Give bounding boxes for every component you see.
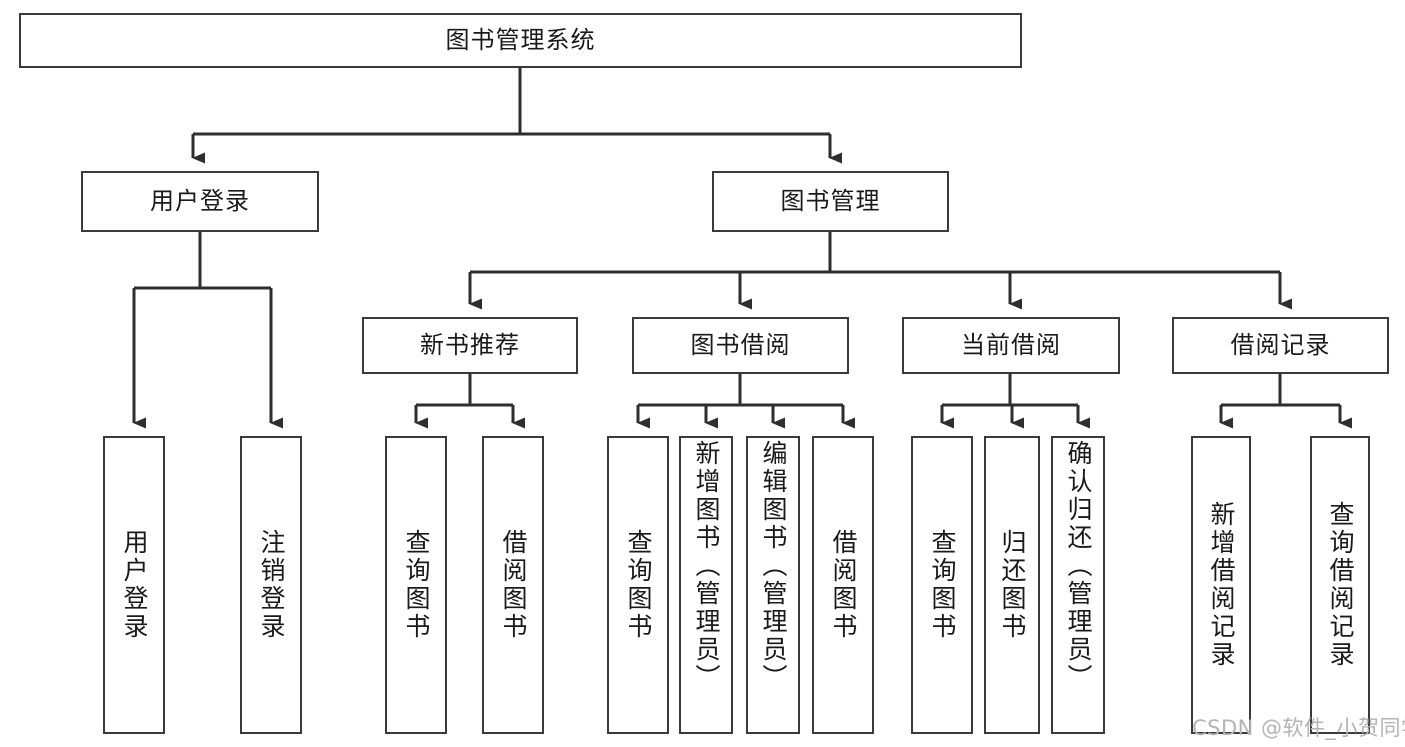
node-leaf-query-book-1[interactable]: 查询图书 <box>385 436 447 734</box>
node-leaf-query-book-2-label: 查询图书 <box>624 529 653 641</box>
node-leaf-query-book-2[interactable]: 查询图书 <box>607 436 669 734</box>
node-new-book-recommend-label: 新书推荐 <box>420 331 520 360</box>
node-book-borrow-label: 图书借阅 <box>690 331 791 360</box>
node-leaf-query-record-label: 查询借阅记录 <box>1326 501 1355 669</box>
node-leaf-edit-book[interactable]: 编辑图书（管理员） <box>746 436 800 734</box>
node-leaf-borrow-book-1-label: 借阅图书 <box>499 529 528 641</box>
node-borrow-record-label: 借阅记录 <box>1230 331 1331 360</box>
node-user-login-label: 用户登录 <box>150 187 250 216</box>
node-root-label: 图书管理系统 <box>445 26 596 55</box>
node-leaf-edit-book-label: 编辑图书（管理员） <box>759 440 788 692</box>
node-current-borrow-label: 当前借阅 <box>961 331 1061 360</box>
node-user-login[interactable]: 用户登录 <box>81 171 319 232</box>
watermark: CSDN @软件_小贺同学 <box>1192 716 1405 740</box>
node-leaf-add-book[interactable]: 新增图书（管理员） <box>679 436 733 734</box>
node-book-borrow[interactable]: 图书借阅 <box>632 317 849 374</box>
node-leaf-return-book[interactable]: 归还图书 <box>984 436 1040 734</box>
node-leaf-borrow-book-1[interactable]: 借阅图书 <box>482 436 544 734</box>
node-leaf-return-book-label: 归还图书 <box>998 529 1027 641</box>
node-book-manage-label: 图书管理 <box>780 187 881 216</box>
node-leaf-user-login-label: 用户登录 <box>120 529 149 641</box>
node-leaf-confirm-return-label: 确认归还（管理员） <box>1064 440 1093 692</box>
node-leaf-logout-label: 注销登录 <box>257 529 286 641</box>
node-leaf-confirm-return[interactable]: 确认归还（管理员） <box>1051 436 1105 734</box>
node-borrow-record[interactable]: 借阅记录 <box>1172 317 1389 374</box>
node-leaf-user-login[interactable]: 用户登录 <box>103 436 165 734</box>
node-leaf-query-book-3[interactable]: 查询图书 <box>911 436 973 734</box>
node-leaf-add-record-label: 新增借阅记录 <box>1207 501 1236 669</box>
node-root[interactable]: 图书管理系统 <box>19 13 1022 68</box>
node-leaf-query-book-3-label: 查询图书 <box>928 529 957 641</box>
node-leaf-add-record[interactable]: 新增借阅记录 <box>1191 436 1251 734</box>
node-current-borrow[interactable]: 当前借阅 <box>902 317 1120 374</box>
node-new-book-recommend[interactable]: 新书推荐 <box>362 317 578 374</box>
node-leaf-borrow-book-2[interactable]: 借阅图书 <box>812 436 874 734</box>
node-leaf-borrow-book-2-label: 借阅图书 <box>829 529 858 641</box>
node-leaf-query-book-1-label: 查询图书 <box>402 529 431 641</box>
node-book-manage[interactable]: 图书管理 <box>712 171 949 232</box>
node-leaf-query-record[interactable]: 查询借阅记录 <box>1310 436 1370 734</box>
node-leaf-logout[interactable]: 注销登录 <box>240 436 302 734</box>
node-leaf-add-book-label: 新增图书（管理员） <box>692 440 721 692</box>
